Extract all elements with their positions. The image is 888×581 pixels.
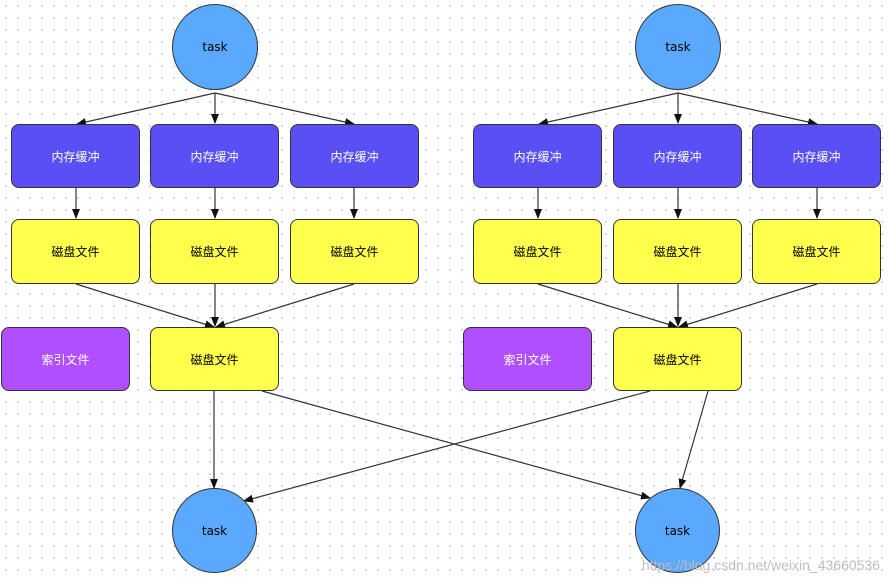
task-node-bottom-left: task <box>172 488 257 573</box>
edge-task1-mem1 <box>76 92 216 126</box>
edge-task2-mem6 <box>677 92 818 126</box>
index-file-node: 索引文件 <box>463 327 592 391</box>
disk-file-node: 磁盘文件 <box>150 219 279 284</box>
memory-buffer-node: 内存缓冲 <box>11 124 140 188</box>
merged-disk-file-node: 磁盘文件 <box>150 327 279 391</box>
disk-file-node: 磁盘文件 <box>613 219 742 284</box>
task-node-top-right: task <box>635 4 721 90</box>
task-node-bottom-right: task <box>635 488 720 573</box>
memory-buffer-node: 内存缓冲 <box>290 124 419 188</box>
task-node-top-left: task <box>172 4 258 90</box>
memory-buffer-node: 内存缓冲 <box>150 124 279 188</box>
edge-disk1-merged1 <box>75 283 215 329</box>
edge-disk4-merged2 <box>537 283 678 329</box>
memory-buffer-node: 内存缓冲 <box>473 124 602 188</box>
edge-disk6-merged2 <box>678 283 818 329</box>
edge-merged1-task4 <box>261 390 651 500</box>
edge-merged2-task4 <box>678 390 709 489</box>
disk-file-node: 磁盘文件 <box>290 219 419 284</box>
edge-disk3-merged1 <box>215 283 355 329</box>
memory-buffer-node: 内存缓冲 <box>613 124 742 188</box>
edge-merged2-task3 <box>243 390 651 503</box>
index-file-node: 索引文件 <box>1 327 130 391</box>
watermark-url: https://blog.csdn.net/weixin_43660536 <box>641 557 880 573</box>
merged-disk-file-node: 磁盘文件 <box>613 327 742 391</box>
edge-task1-mem3 <box>214 92 355 126</box>
disk-file-node: 磁盘文件 <box>473 219 602 284</box>
memory-buffer-node: 内存缓冲 <box>752 124 881 188</box>
disk-file-node: 磁盘文件 <box>11 219 140 284</box>
edge-task2-mem4 <box>538 92 679 126</box>
disk-file-node: 磁盘文件 <box>752 219 881 284</box>
